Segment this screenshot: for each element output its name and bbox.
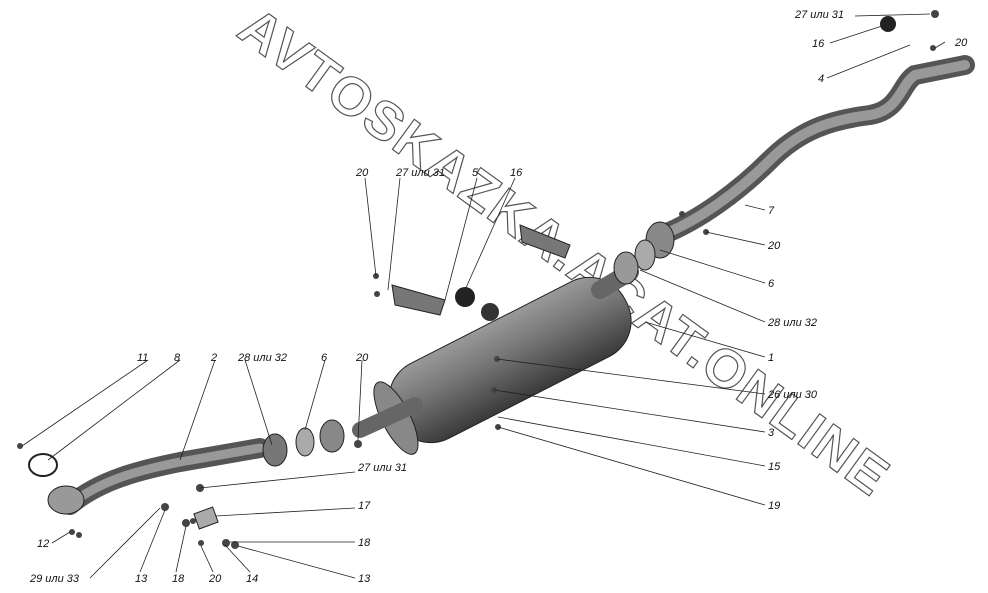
- label: 28 или 32: [767, 317, 817, 329]
- label: 6: [321, 352, 328, 364]
- label: 13: [135, 573, 148, 585]
- bracket-right: [519, 224, 571, 259]
- label: 17: [358, 500, 371, 512]
- part-labels: 27 или 31 16 20 4 7 20 6 28 или 32 1 26 …: [29, 9, 968, 585]
- muffler-outlet-flange: [613, 251, 639, 285]
- rubber-cushion-16: [455, 287, 475, 307]
- label: 11: [137, 352, 148, 364]
- label: 18: [172, 573, 185, 585]
- label: 14: [246, 573, 258, 585]
- label: 20: [355, 352, 369, 364]
- label: 29 или 33: [29, 573, 80, 585]
- label: 1: [768, 352, 774, 364]
- label: 20: [355, 167, 369, 179]
- fasteners: [17, 10, 939, 549]
- label: 18: [358, 537, 371, 549]
- middle-pipe-flange: [319, 419, 345, 453]
- label: 20: [954, 37, 968, 49]
- gasket-6-upper: [634, 239, 656, 271]
- label: 20: [208, 573, 222, 585]
- label: 6: [768, 278, 775, 290]
- label: 13: [358, 573, 371, 585]
- label: 28 или 32: [237, 352, 287, 364]
- label: 27 или 31: [357, 462, 407, 474]
- label: 15: [768, 461, 781, 473]
- label: 27 или 31: [794, 9, 844, 21]
- label: 3: [768, 427, 775, 439]
- muffler-inlet-pipe: [352, 397, 423, 438]
- label: 8: [174, 352, 181, 364]
- label: 20: [767, 240, 781, 252]
- front-pipe-flange: [47, 485, 85, 515]
- label: 16: [510, 167, 523, 179]
- label: 2: [210, 352, 217, 364]
- label: 16: [812, 38, 825, 50]
- bracket-left: [391, 284, 446, 316]
- label: 27 или 31: [395, 167, 445, 179]
- gasket-8: [28, 453, 58, 477]
- gasket-6-lower: [295, 427, 315, 457]
- label: 7: [768, 205, 775, 217]
- rubber-cushion-16b: [481, 303, 499, 321]
- bracket-17: [193, 506, 219, 530]
- leader-lines: [21, 13, 946, 579]
- label: 5: [472, 167, 479, 179]
- clamp-flange-lower: [262, 433, 288, 467]
- rubber-cushion-top: [880, 16, 896, 32]
- label: 12: [37, 538, 49, 550]
- label: 26 или 30: [767, 389, 818, 401]
- label: 19: [768, 500, 780, 512]
- label: 4: [818, 73, 824, 85]
